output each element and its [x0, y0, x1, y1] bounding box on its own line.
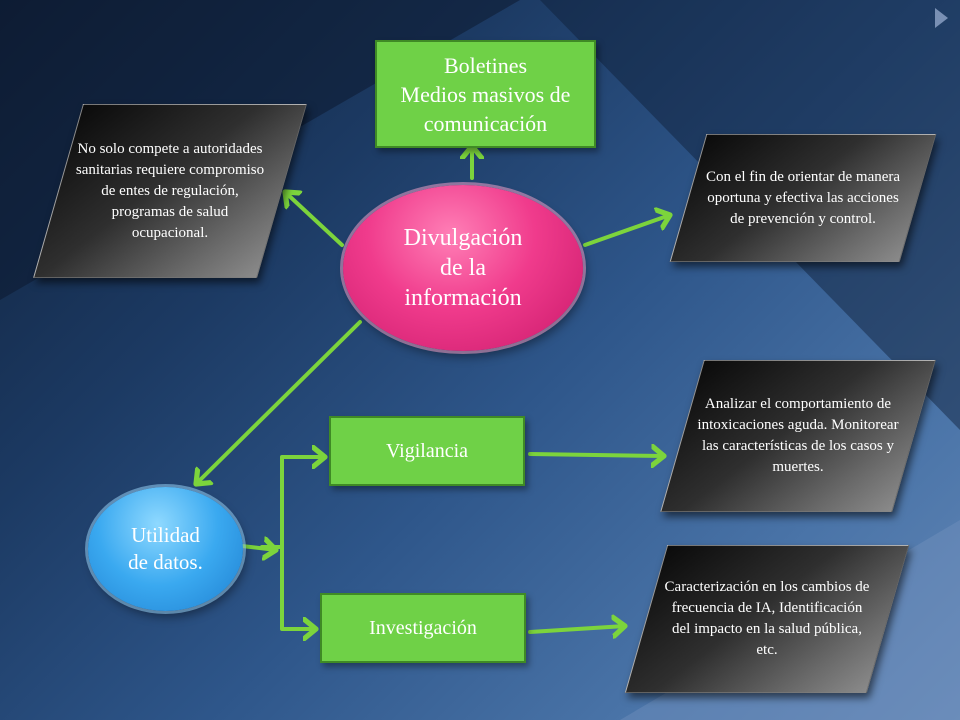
arrow-to-analizar — [528, 454, 664, 456]
caracterizacion-text: Caracterización en los cambios de frecue… — [664, 579, 870, 658]
divulgacion-text: Divulgación de la información — [403, 225, 523, 311]
investigacion-box: Investigación — [320, 593, 526, 663]
arrow-to-compete — [285, 192, 344, 247]
vigilancia-text: Vigilancia — [385, 439, 469, 462]
analizar-box: Analizar el comportamiento de intoxicaci… — [660, 360, 936, 512]
arrow-utilidad-branch — [240, 546, 276, 550]
caracterizacion-box: Caracterización en los cambios de frecue… — [624, 545, 910, 693]
vigilancia-box: Vigilancia — [329, 416, 525, 486]
boletines-text: Boletines Medios masivos de comunicación — [400, 52, 571, 136]
analizar-text: Analizar el comportamiento de intoxicaci… — [697, 396, 899, 475]
arrow-to-caracterizacion — [528, 626, 625, 632]
utilidad-oval: Utilidad de datos. — [88, 487, 243, 611]
orientar-box: Con el fin de orientar de manera oportun… — [669, 134, 937, 262]
arrow-to-investigacion — [280, 545, 316, 629]
utilidad-text: Utilidad de datos. — [128, 523, 203, 574]
arrow-to-utilidad — [196, 320, 362, 484]
nav-arrow-icon — [935, 8, 948, 28]
investigacion-text: Investigación — [369, 616, 477, 639]
arrow-to-vigilancia — [260, 457, 325, 549]
compete-box: No solo compete a autoridades sanitarias… — [33, 104, 307, 278]
compete-text: No solo compete a autoridades sanitarias… — [75, 140, 265, 241]
boletines-box: Boletines Medios masivos de comunicación — [375, 40, 596, 148]
arrow-to-orientar — [583, 215, 670, 247]
orientar-text: Con el fin de orientar de manera oportun… — [705, 168, 901, 227]
divulgacion-oval: Divulgación de la información — [343, 185, 583, 351]
